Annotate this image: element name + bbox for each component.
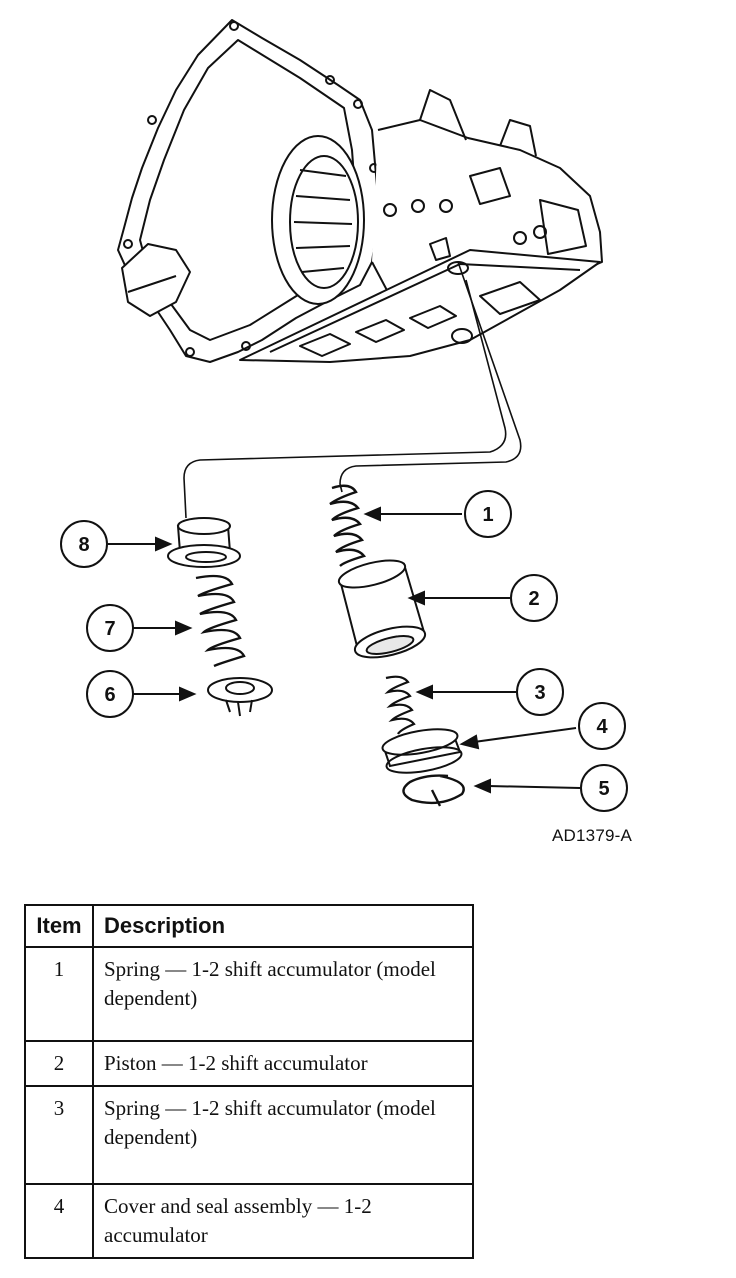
snap-ring-illustration [402, 774, 465, 807]
callout-3-label: 3 [534, 682, 545, 704]
guide-line-left [183, 279, 507, 519]
callout-1: 1 [464, 490, 512, 538]
exploded-diagram: 1 2 3 4 5 6 7 8 [60, 19, 628, 812]
figure-code: AD1379-A [552, 826, 633, 845]
row-description: Piston — 1-2 shift accumulator [92, 1040, 474, 1087]
callout-6-label: 6 [104, 684, 115, 706]
row-description: Cover and seal assembly — 1-2 accumulato… [92, 1183, 474, 1259]
callout-8: 8 [60, 520, 108, 568]
cap-illustration [167, 517, 241, 568]
header-item: Item [24, 904, 94, 948]
row-description: Spring — 1-2 shift accumulator (model de… [92, 1085, 474, 1185]
callout-8-label: 8 [78, 534, 89, 556]
callout-arrows [108, 506, 581, 794]
row-item: 2 [24, 1040, 94, 1087]
callout-7-label: 7 [104, 618, 115, 640]
callout-2-label: 2 [528, 588, 539, 610]
row-item: 1 [24, 946, 94, 1042]
guide-line-right [339, 261, 522, 493]
spring-3-illustration [384, 675, 416, 735]
spring-7-illustration [195, 574, 246, 668]
callout-3: 3 [516, 668, 564, 716]
callout-4: 4 [578, 702, 626, 750]
callout-7: 7 [86, 604, 134, 652]
row-item: 4 [24, 1183, 94, 1259]
callout-4-label: 4 [596, 716, 608, 738]
table-row: 1 Spring — 1-2 shift accumulator (model … [24, 946, 474, 1042]
table-row: 2 Piston — 1-2 shift accumulator [24, 1040, 474, 1087]
callout-5-label: 5 [598, 778, 609, 800]
table-row: 4 Cover and seal assembly — 1-2 accumula… [24, 1183, 474, 1259]
table-row: 3 Spring — 1-2 shift accumulator (model … [24, 1085, 474, 1185]
spring-1-illustration [329, 484, 367, 567]
callout-1-label: 1 [482, 504, 493, 526]
piston-illustration [337, 559, 427, 659]
row-item: 3 [24, 1085, 94, 1185]
callout-2: 2 [510, 574, 558, 622]
header-description: Description [92, 904, 474, 948]
callout-6: 6 [86, 670, 134, 718]
row-description: Spring — 1-2 shift accumulator (model de… [92, 946, 474, 1042]
legend-table: Item Description 1 Spring — 1-2 shift ac… [24, 904, 474, 1259]
transmission-case-illustration [117, 19, 603, 363]
callout-5: 5 [580, 764, 628, 812]
cover-seal-illustration [381, 728, 463, 774]
retainer-illustration [207, 677, 273, 717]
legend-header-row: Item Description [24, 904, 474, 948]
